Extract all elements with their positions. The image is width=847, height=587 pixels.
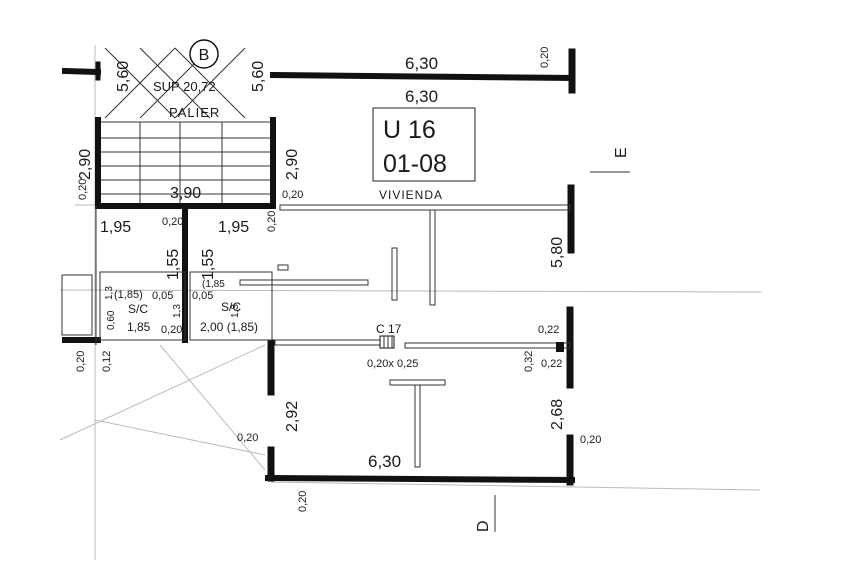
dim-032: 0,32 <box>523 351 535 372</box>
dim-060: 0,60 <box>106 310 117 330</box>
wall-far-left-top <box>61 67 102 76</box>
dim-012: 0,12 <box>101 351 113 372</box>
dim-right-lower: 2,68 <box>549 399 566 430</box>
dim-hall-right: 1,95 <box>218 219 249 236</box>
dim-palier-right: 5,60 <box>250 61 267 92</box>
section-cut-line <box>59 289 763 293</box>
dim-bottom-width: 6,30 <box>368 452 401 471</box>
dim-13-a: 1,3 <box>172 304 183 318</box>
partition-lower-left <box>274 339 391 346</box>
closet-right-label: S/C <box>221 300 241 314</box>
dim-paren-185-a: (1,85) <box>114 289 143 301</box>
closet-left-label: S/C <box>128 302 148 316</box>
dim-stair-right: 2,90 <box>284 149 301 180</box>
dim-005-a: 0,05 <box>152 290 173 302</box>
dim-stair-width: 3,90 <box>170 185 201 202</box>
partition-t-cap <box>389 379 446 386</box>
diagonal-hatch-3 <box>159 344 266 471</box>
dim-020-stair: 0,20 <box>282 189 303 201</box>
partitions <box>61 204 571 468</box>
column-size: 0,20x 0,25 <box>367 358 418 370</box>
closet-right-box <box>189 271 273 341</box>
dim-top-outer: 6,30 <box>405 54 438 73</box>
partition-stub <box>277 264 289 271</box>
partition-top <box>279 204 571 211</box>
marker-e-label: E <box>613 147 630 158</box>
unit-code: U 16 <box>383 116 436 144</box>
dim-020-stair-left: 0,20 <box>77 179 89 200</box>
dim-022-b: 0,22 <box>541 358 562 370</box>
unit-label-box <box>372 107 476 182</box>
dim-020-bottom: 0,20 <box>297 491 309 512</box>
partition-vertical-right <box>429 209 436 306</box>
dim-13-c: 1,3 <box>104 286 115 300</box>
walls <box>61 48 576 486</box>
grid-line-bottom <box>269 481 761 491</box>
dim-005-b: 0,05 <box>192 290 213 302</box>
dim-paren-185-b: (1,85 <box>202 279 225 290</box>
partition-lower <box>404 342 571 349</box>
diagonal-hatch-2 <box>94 419 266 456</box>
partition-t-stem <box>414 384 421 468</box>
stair-marker-circle <box>189 39 219 69</box>
unit-use: VIVIENDA <box>379 188 443 202</box>
column-right-symbol <box>556 342 564 352</box>
dim-hall-h-right: 1,55 <box>200 249 217 280</box>
dim-top-inner: 6,30 <box>405 87 438 106</box>
partition-vertical-mid <box>391 247 398 301</box>
dim-022-a: 0,22 <box>538 324 559 336</box>
column-c17 <box>379 335 564 352</box>
dim-closet-right: 2,00 (1,85) <box>200 320 258 334</box>
dim-020-closet: 0,20 <box>161 324 182 336</box>
dim-020-top: 0,20 <box>539 47 551 68</box>
landing-name: PALIER <box>169 105 220 120</box>
wall-bottom <box>264 474 576 484</box>
diagonal-hatch-1 <box>59 344 266 441</box>
dim-020-hall: 0,20 <box>162 216 183 228</box>
dim-020-far-left: 0,20 <box>75 351 87 372</box>
hatch-line <box>104 47 176 119</box>
landing-area: SUP 20,72 <box>153 79 216 94</box>
dim-020-left-low: 0,20 <box>237 432 258 444</box>
dim-hall-left: 1,95 <box>100 219 131 236</box>
hatch-line <box>174 47 246 119</box>
unit-number: 01-08 <box>383 150 447 178</box>
dim-palier-left: 5,60 <box>115 61 132 92</box>
dim-left-lower: 2,92 <box>284 401 301 432</box>
partition-shelf <box>239 279 369 286</box>
dim-closet-left: 1,85 <box>127 320 151 334</box>
dim-stair-left: 2,90 <box>77 149 94 180</box>
closet-left-box <box>99 271 186 341</box>
closet-far-left-box <box>61 274 93 336</box>
dim-hall-h-left: 1,55 <box>165 249 182 280</box>
marker-d-label: D <box>475 520 492 532</box>
dim-020-mid: 0,20 <box>266 211 278 232</box>
dim-right-upper: 5,80 <box>549 237 566 268</box>
dim-020-right-low: 0,20 <box>580 434 601 446</box>
stair-marker-label: B <box>199 47 210 64</box>
dim-13-b: 1,3 <box>230 304 241 318</box>
wall-top <box>269 71 576 82</box>
column-label: C 17 <box>376 322 402 336</box>
